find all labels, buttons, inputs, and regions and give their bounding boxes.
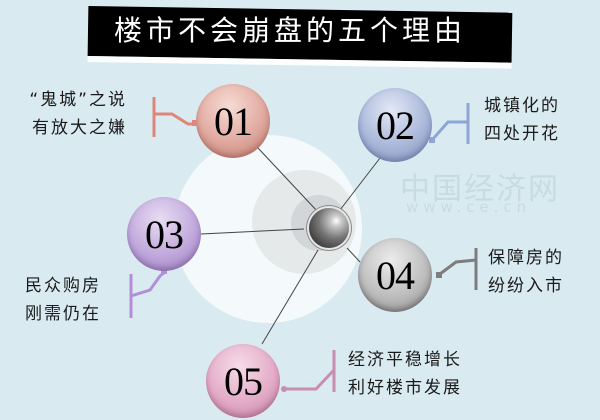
reason-text-line2: 刚需仍在 bbox=[25, 304, 101, 324]
reason-text-line2: 利好楼市发展 bbox=[348, 378, 462, 398]
reason-label-02: 城镇化的 四处开花 bbox=[484, 92, 560, 148]
reason-bubble-05: 05 bbox=[206, 344, 280, 418]
reason-text-line2: 有放大之嫌 bbox=[32, 118, 127, 138]
reason-bubble-04: 04 bbox=[358, 238, 432, 312]
reason-number: 04 bbox=[376, 252, 415, 298]
reason-text-line1: “鬼城”之说 bbox=[29, 90, 127, 110]
reason-label-05: 经济平稳增长 利好楼市发展 bbox=[348, 346, 462, 402]
spoke-02 bbox=[339, 157, 381, 211]
reason-label-01: “鬼城”之说 有放大之嫌 bbox=[16, 86, 127, 142]
reason-number: 01 bbox=[214, 98, 253, 144]
reason-text-line1: 城镇化的 bbox=[484, 96, 560, 116]
spoke-04 bbox=[346, 247, 361, 263]
reason-text-line1: 保障房的 bbox=[488, 248, 564, 268]
page-title: 楼市不会崩盘的五个理由 bbox=[114, 14, 467, 47]
reason-bubble-01: 01 bbox=[196, 84, 270, 158]
watermark-brand: 中国经济网 bbox=[400, 172, 560, 207]
reason-text-line2: 四处开花 bbox=[484, 124, 560, 144]
reason-number: 03 bbox=[145, 211, 184, 257]
reason-label-04: 保障房的 纷纷入市 bbox=[488, 244, 564, 300]
spoke-01 bbox=[257, 147, 319, 213]
spoke-03 bbox=[200, 228, 305, 235]
spoke-05 bbox=[261, 249, 319, 345]
reason-text-line1: 民众购房 bbox=[25, 276, 101, 296]
reason-number: 05 bbox=[224, 358, 263, 404]
reason-bubble-03: 03 bbox=[127, 197, 201, 271]
reason-number: 02 bbox=[376, 102, 415, 148]
center-sphere bbox=[309, 208, 349, 248]
reason-text-line2: 纷纷入市 bbox=[488, 276, 564, 296]
watermark-url: www.ce.cn bbox=[406, 198, 532, 216]
reason-text-line1: 经济平稳增长 bbox=[348, 350, 462, 370]
reason-bubble-02: 02 bbox=[358, 88, 432, 162]
reason-label-03: 民众购房 刚需仍在 bbox=[25, 272, 101, 328]
